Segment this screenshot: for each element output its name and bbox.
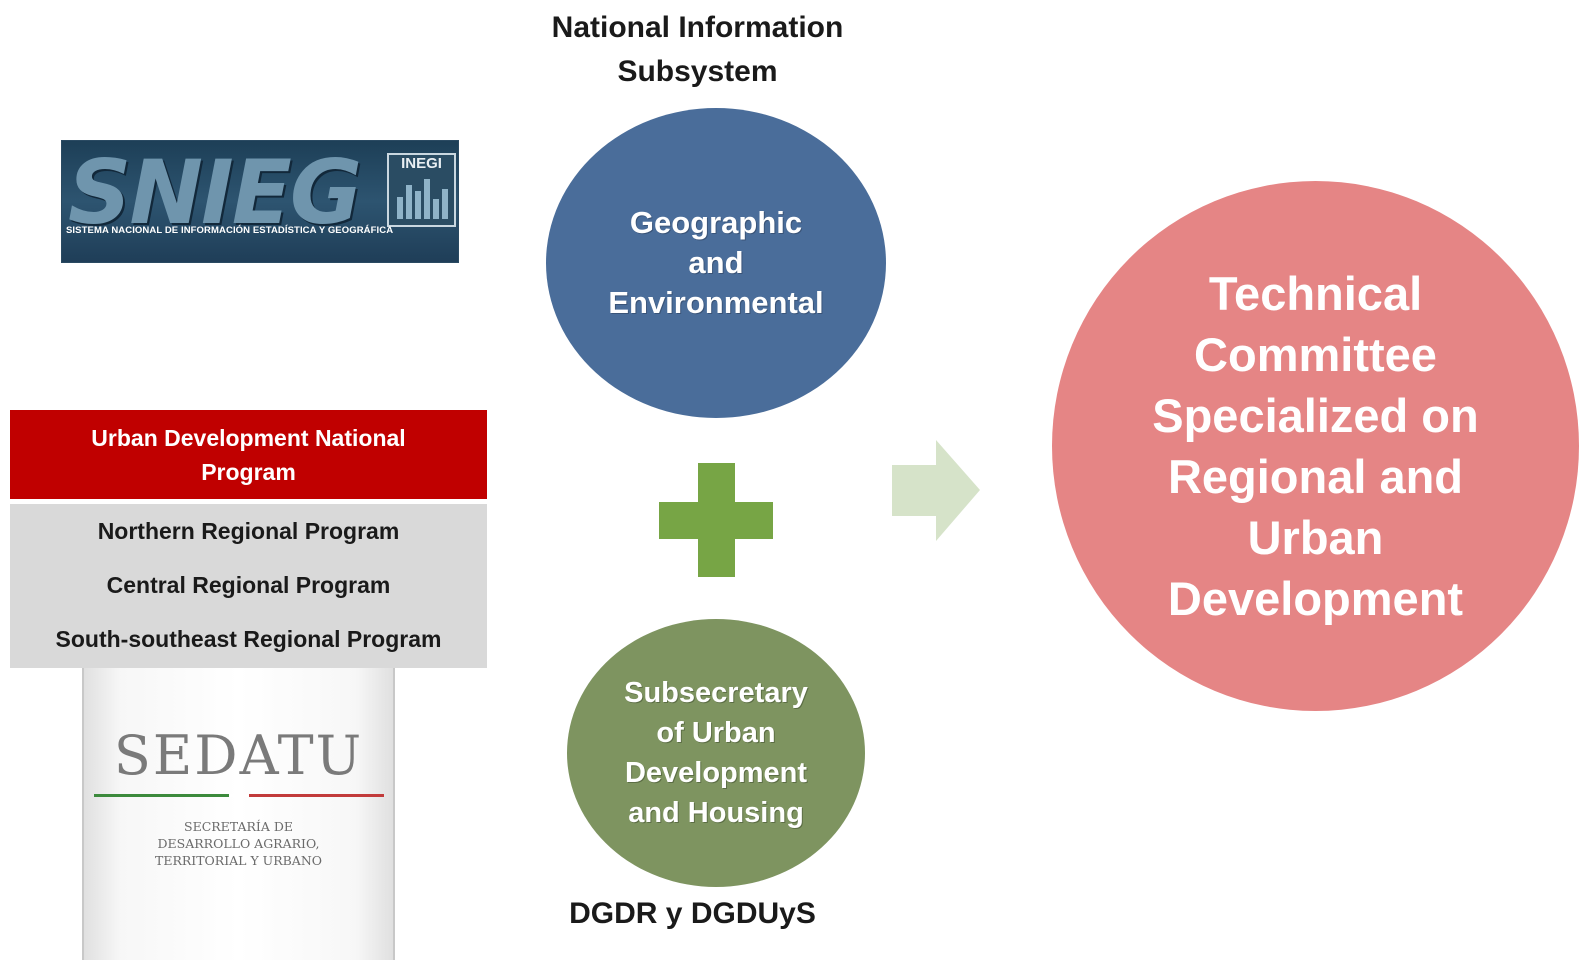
inegi-bar-icon	[424, 179, 430, 219]
geo-circle-line-1: Geographic	[629, 205, 803, 240]
dgdr-dgduys-label: DGDR y DGDUyS	[569, 897, 816, 930]
inegi-badge: INEGI	[387, 153, 456, 227]
sedatu-red-stripe	[249, 794, 384, 797]
sub-circle-line-2: of Urban	[656, 717, 776, 749]
sedatu-logo: SEDATU SECRETARÍA DE DESARROLLO AGRARIO,…	[82, 668, 395, 960]
sedatu-sub-line-1: SECRETARÍA DE	[184, 819, 293, 834]
program-row-central: Central Regional Program	[106, 572, 391, 598]
program-row-northern: Northern Regional Program	[97, 518, 400, 544]
tech-circle-line-1: Technical	[1208, 267, 1423, 320]
heading-line-2: Subsystem	[617, 55, 778, 88]
snieg-logo-subtitle: SISTEMA NACIONAL DE INFORMACIÓN ESTADÍST…	[66, 225, 394, 236]
inegi-bar-icon	[433, 199, 439, 219]
subsystem-heading: National Information Subsystem	[520, 6, 875, 94]
snieg-logo: SNIEG INEGI SISTEMA NACIONAL DE INFORMAC…	[61, 140, 459, 263]
geo-circle-line-3: Environmental	[608, 285, 824, 320]
program-table-header: Urban Development National Program	[10, 410, 487, 499]
program-header-line-1: Urban Development National	[91, 424, 406, 451]
plus-icon	[659, 502, 773, 539]
subsecretary-circle: Subsecretary of Urban Development and Ho…	[567, 619, 865, 887]
program-header-line-2: Program	[201, 458, 296, 485]
right-arrow-shape	[892, 440, 980, 541]
sedatu-green-stripe	[94, 794, 229, 797]
snieg-logo-letters: SNIEG	[68, 141, 362, 244]
sedatu-logo-name: SEDATU	[113, 724, 364, 787]
tech-circle-line-5: Urban	[1247, 511, 1384, 564]
inegi-bar-icon	[406, 185, 412, 219]
inegi-badge-text: INEGI	[401, 155, 442, 172]
sub-circle-line-3: Development	[624, 757, 808, 789]
sedatu-white-stripe	[229, 794, 249, 797]
inegi-bar-icon	[415, 191, 421, 219]
tech-circle-line-2: Committee	[1194, 328, 1437, 381]
tech-circle-line-6: Development	[1167, 572, 1464, 625]
tech-circle-line-4: Regional and	[1167, 450, 1464, 503]
program-row-south-southeast: South-southeast Regional Program	[55, 626, 442, 652]
sedatu-sub-line-3: TERRITORIAL Y URBANO	[154, 853, 323, 868]
inegi-bar-icon	[397, 197, 403, 219]
sedatu-logo-subtitle: SECRETARÍA DE DESARROLLO AGRARIO, TERRIT…	[84, 818, 393, 869]
sub-circle-line-4: and Housing	[628, 797, 804, 829]
technical-committee-circle: Technical Committee Specialized on Regio…	[1052, 181, 1579, 711]
inegi-bar-icon	[442, 189, 448, 219]
tech-circle-line-3: Specialized on	[1152, 389, 1479, 442]
sedatu-sub-line-2: DESARROLLO AGRARIO,	[157, 836, 320, 851]
geo-circle-line-2: and	[688, 245, 744, 280]
program-table-body: Northern Regional Program Central Region…	[10, 504, 487, 668]
geographic-environmental-circle: Geographic and Environmental	[546, 108, 886, 418]
right-arrow-icon	[892, 440, 980, 541]
heading-line-1: National Information	[551, 11, 844, 44]
sub-circle-line-1: Subsecretary	[624, 677, 808, 709]
